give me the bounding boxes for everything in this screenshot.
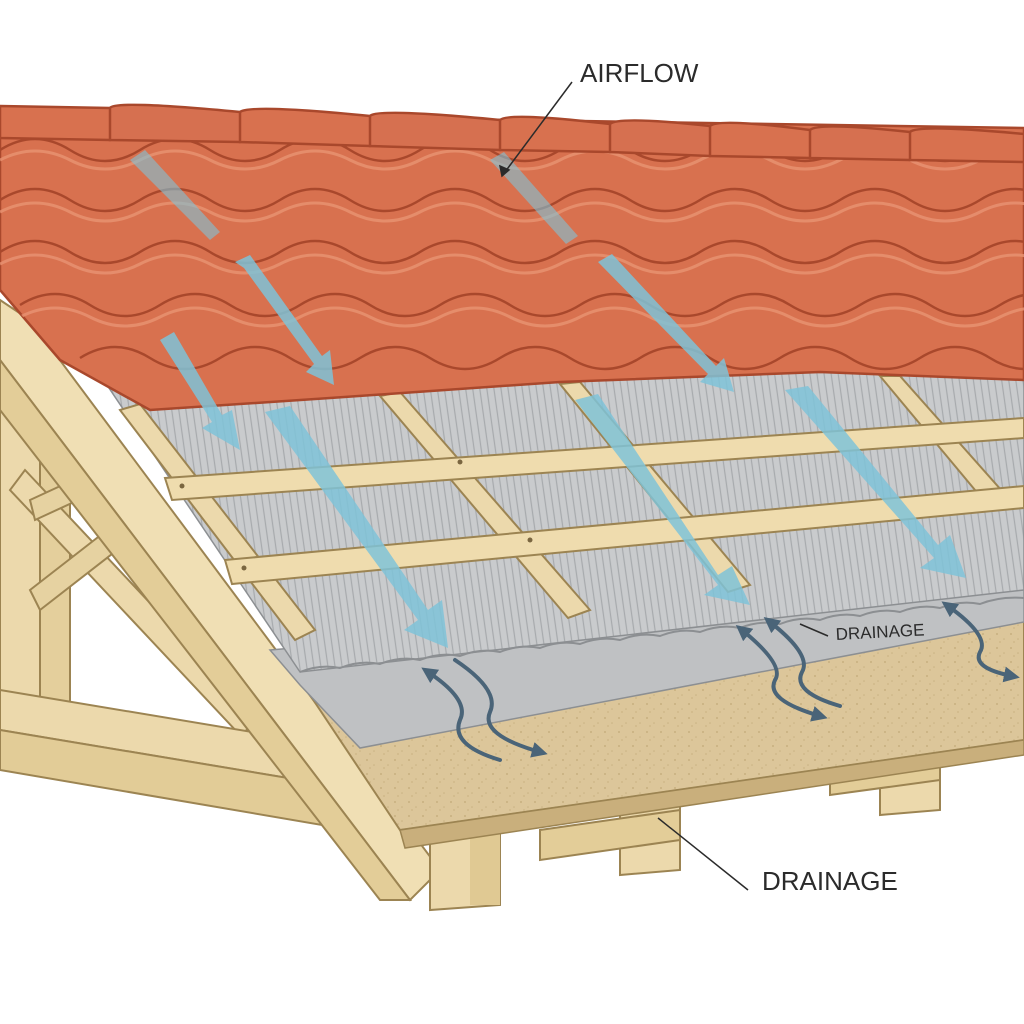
moisture-arrows [421,601,1020,762]
leader-lines [498,81,829,891]
drainage-main-leader [657,817,749,891]
airflow-arrow [490,152,734,392]
airflow-arrows [130,150,966,648]
clay-tiles [0,103,1024,412]
airflow-arrow [575,394,750,605]
moisture-arrow [735,624,828,722]
moisture-arrow [763,617,842,708]
label-drainage-main: DRAINAGE [762,866,898,896]
moisture-arrow [421,667,502,762]
airflow-arrow [160,332,240,450]
moisture-arrow [453,658,548,758]
label-drainage-small: DRAINAGE [835,620,925,644]
ridge-caps [0,103,1024,164]
label-airflow: AIRFLOW [580,58,699,88]
drainage-small-leader [799,623,829,637]
moisture-arrow [941,601,1020,683]
airflow-leader [501,81,573,177]
airflow-arrow [130,150,334,385]
airflow-arrow [265,406,448,648]
airflow-arrow [785,386,966,578]
